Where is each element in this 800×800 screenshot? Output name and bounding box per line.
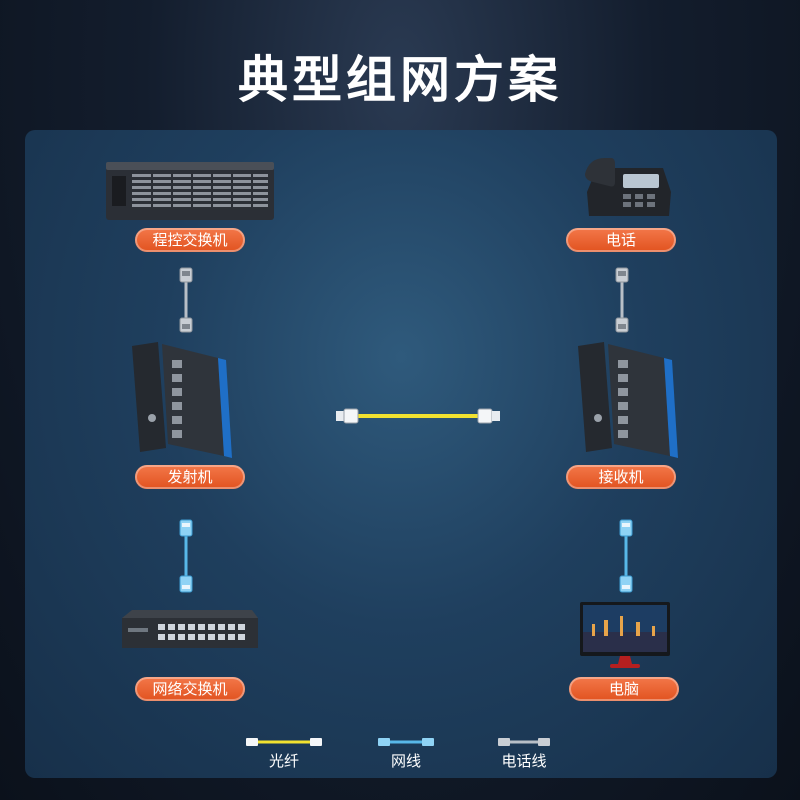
legend-fiber-icon [246, 738, 322, 746]
phone-device-icon [585, 158, 671, 216]
legend-network-icon [378, 738, 434, 746]
receiver-device-icon [578, 342, 678, 458]
phone-label: 电话 [566, 228, 676, 252]
network-switch-device-icon [122, 610, 258, 648]
legend-fiber-label: 光纤 [268, 752, 299, 770]
fiber-cable-icon [336, 408, 500, 424]
pbx-label: 程控交换机 [135, 228, 245, 252]
receiver-label: 接收机 [566, 465, 676, 489]
transmitter-device-icon [132, 342, 232, 458]
phone-cable-right-icon [615, 267, 629, 333]
legend-network-label: 网线 [390, 752, 421, 770]
page-title: 典型组网方案 [238, 51, 562, 109]
transmitter-label: 发射机 [135, 465, 245, 489]
computer-device-icon [580, 602, 670, 668]
pbx-device-icon [106, 162, 274, 220]
network-cable-right-icon [619, 519, 633, 593]
legend-phone-line-label: 电话线 [501, 752, 547, 770]
phone-cable-left-icon [179, 267, 193, 333]
network-cable-left-icon [179, 519, 193, 593]
network-switch-label: 网络交换机 [135, 677, 245, 701]
legend-phone-line-icon [498, 738, 550, 746]
computer-label: 电脑 [569, 677, 679, 701]
